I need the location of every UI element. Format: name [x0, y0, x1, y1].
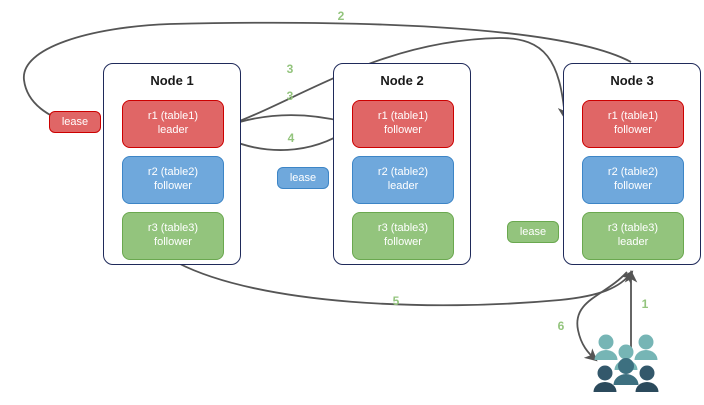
replica-n2-r1-line1: r1 (table1) — [377, 110, 429, 123]
replica-n3-r1-line2: follower — [614, 124, 652, 136]
replica-n1-r1[interactable]: r1 (table1) leader — [122, 100, 224, 148]
replica-n2-r1-line2: follower — [384, 124, 422, 136]
replica-n3-r3-line2: leader — [617, 236, 649, 248]
step-label-1: 1 — [641, 297, 649, 311]
lease-table3[interactable]: lease — [507, 221, 559, 243]
node-3[interactable]: Node 3 r1 (table1) follower r2 (table2) … — [563, 63, 701, 265]
step-label-3b: 3 — [286, 89, 294, 103]
replica-n1-r1-line2: leader — [157, 124, 189, 136]
node-2[interactable]: Node 2 r1 (table1) follower r2 (table2) … — [333, 63, 471, 265]
node-1[interactable]: Node 1 r1 (table1) leader r2 (table2) fo… — [103, 63, 241, 265]
replica-n2-r2-line2: leader — [387, 180, 419, 192]
step-label-4: 4 — [287, 131, 295, 145]
replica-n1-r3[interactable]: r3 (table3) follower — [122, 212, 224, 260]
replica-n2-r2[interactable]: r2 (table2) leader — [352, 156, 454, 204]
step-label-5: 5 — [392, 294, 400, 308]
replica-n3-r1-line1: r1 (table1) — [607, 110, 659, 123]
replica-n1-r3-line1: r3 (table3) — [147, 222, 199, 235]
replica-n3-r3[interactable]: r3 (table3) leader — [582, 212, 684, 260]
lease-table2[interactable]: lease — [277, 167, 329, 189]
replica-n2-r3[interactable]: r3 (table3) follower — [352, 212, 454, 260]
replica-n3-r2-line2: follower — [614, 180, 652, 192]
replica-n1-r1-line1: r1 (table1) — [147, 110, 199, 123]
step-label-6: 6 — [557, 319, 565, 333]
node-1-title: Node 1 — [150, 73, 194, 88]
lease-table1[interactable]: lease — [49, 111, 101, 133]
node-2-title: Node 2 — [380, 73, 424, 88]
step-label-3a: 3 — [286, 62, 294, 76]
replica-n2-r2-line1: r2 (table2) — [377, 166, 429, 179]
replica-n3-r1[interactable]: r1 (table1) follower — [582, 100, 684, 148]
replica-n3-r2[interactable]: r2 (table2) follower — [582, 156, 684, 204]
replica-n3-r3-line1: r3 (table3) — [607, 222, 659, 235]
step-label-2: 2 — [337, 9, 345, 23]
replica-n3-r2-line1: r2 (table2) — [607, 166, 659, 179]
replica-n2-r1[interactable]: r1 (table1) follower — [352, 100, 454, 148]
replica-n1-r3-line2: follower — [154, 236, 192, 248]
replica-n1-r2-line2: follower — [154, 180, 192, 192]
replica-n2-r3-line1: r3 (table3) — [377, 222, 429, 235]
people-icon — [593, 334, 659, 392]
node-3-title: Node 3 — [610, 73, 654, 88]
replica-n1-r2[interactable]: r2 (table2) follower — [122, 156, 224, 204]
replica-n2-r3-line2: follower — [384, 236, 422, 248]
replica-n1-r2-line1: r2 (table2) — [147, 166, 199, 179]
arrow-step-3-to-node2 — [223, 113, 348, 128]
